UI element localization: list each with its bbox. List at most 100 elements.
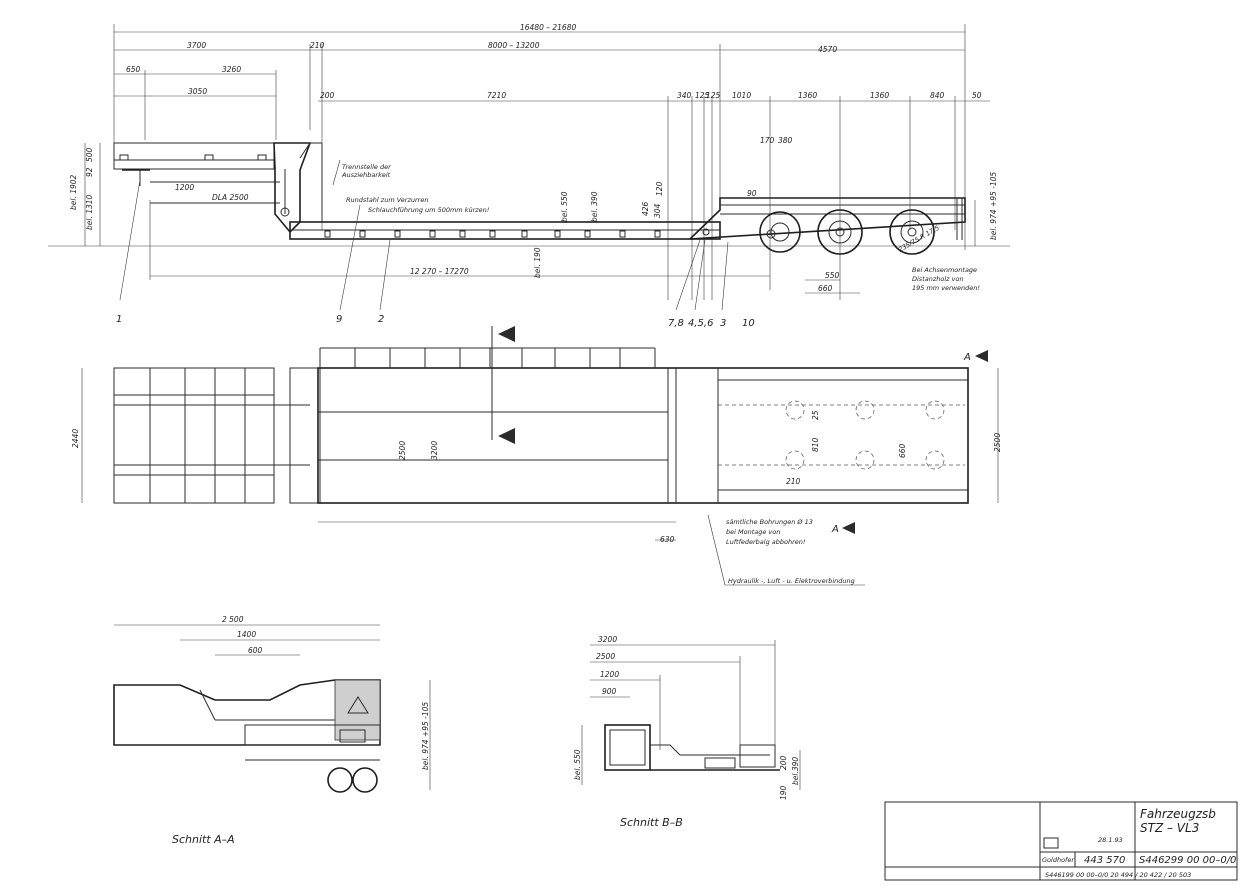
note-bohr-2: bei Montage von [726, 528, 780, 536]
dim-810: 810 [811, 437, 820, 452]
dim-660-plan: 660 [898, 443, 907, 458]
note-achs-1: Bei Achsenmontage [912, 266, 977, 274]
note-bohr-3: Luftfederbalg abbohren! [726, 538, 806, 546]
dim-12270: 12 270 – 17270 [410, 267, 469, 276]
dim-660: 660 [818, 284, 833, 293]
dim-120: 120 [655, 181, 664, 196]
title-num2: S446299 00 00–0/0 [1139, 855, 1236, 866]
section-b-drawing [581, 640, 801, 790]
dim-340: 340 [677, 91, 692, 100]
title-name-2: STZ – VL3 [1140, 821, 1199, 835]
dim-125b: 125 [706, 91, 721, 100]
section-b-title: Schnitt B–B [620, 816, 683, 829]
stake-pockets [319, 347, 656, 368]
note-bohr-1: sämtliche Bohrungen Ø 13 [726, 518, 813, 526]
note-hydraulik: Hydraulik -, Luft - u. Elektroverbindung [728, 577, 855, 585]
dim-840: 840 [930, 91, 945, 100]
deck-lashing-points [324, 230, 661, 238]
dim-dla: DLA 2500 [212, 193, 249, 202]
dim-bel550: bel. 550 [560, 191, 569, 222]
dim-bel974: bel. 974 +95 -105 [989, 172, 998, 240]
side-elevation [48, 24, 1010, 311]
callout-78: 7,8 [668, 318, 684, 329]
dim-50: 50 [972, 91, 982, 100]
dim-a-1400: 1400 [237, 630, 256, 639]
dim-b-900: 900 [602, 687, 617, 696]
dim-1010: 1010 [732, 91, 751, 100]
section-mark-a-top: A [963, 352, 971, 363]
dim-b-bel390: bel.390 [791, 757, 800, 785]
callout-10: 10 [742, 318, 755, 329]
dim-3700: 3700 [187, 41, 206, 50]
dim-bel390: bel. 390 [590, 191, 599, 222]
dim-1360a: 1360 [798, 91, 817, 100]
dim-92: 92 [85, 167, 94, 177]
dim-1200: 1200 [175, 183, 194, 192]
dim-8000: 8000 – 13200 [488, 41, 540, 50]
dim-bel190: bel. 190 [533, 247, 542, 278]
dimension-labels: 16480 – 21680 3700 210 8000 – 13200 4570… [69, 23, 998, 293]
axle-holes [785, 400, 945, 470]
dim-210-plan: 210 [786, 477, 801, 486]
dim-b-190: 190 [779, 785, 788, 800]
dim-b-bel550: bel. 550 [573, 749, 582, 780]
part-callouts: 1 9 2 7,8 4,5,6 3 10 [116, 314, 755, 329]
section-a-labels: Schnitt A–A 2 500 1400 600 bel. 974 +95 … [172, 615, 430, 846]
dim-a-bel974: bel. 974 +95 -105 [421, 702, 430, 770]
dim-500: 500 [85, 147, 94, 162]
dim-426: 426 [641, 201, 650, 216]
dim-550: 550 [825, 271, 840, 280]
dim-3050: 3050 [188, 87, 207, 96]
section-a-drawing [113, 624, 431, 793]
title-name-1: Fahrzeugzsb [1140, 807, 1216, 821]
dim-630: 630 [660, 535, 675, 544]
dim-125a: 125 [695, 91, 710, 100]
callout-3: 3 [720, 318, 726, 329]
note-rundstahl: Rundstahl zum Verzurren [346, 196, 428, 204]
dim-overall: 16480 – 21680 [520, 23, 576, 32]
dim-3260: 3260 [222, 65, 241, 74]
dim-2440: 2440 [71, 429, 80, 448]
section-b-labels: Schnitt B–B 3200 2500 1200 900 bel. 550 … [573, 635, 800, 829]
dim-a-600: 600 [248, 646, 263, 655]
dim-b-200: 200 [779, 755, 788, 770]
dim-210: 210 [310, 41, 325, 50]
dim-650: 650 [126, 65, 141, 74]
section-mark-a-bottom: A [831, 524, 839, 535]
callout-456: 4,5,6 [688, 318, 713, 329]
title-block: Fahrzeugzsb STZ – VL3 Goldhofer 28.1.93 … [1042, 807, 1236, 879]
note-trennstelle-2: Ausziehbarkeit [341, 171, 391, 179]
note-schlauch: Schlauchführung um 500mm kürzen! [368, 206, 490, 214]
title-date: 28.1.93 [1098, 836, 1123, 844]
title-logo: Goldhofer [1042, 856, 1075, 864]
note-trennstelle-1: Trennstelle der [342, 163, 392, 171]
dim-3200: 3200 [430, 441, 439, 460]
dim-90: 90 [747, 189, 757, 198]
dim-bel1902: bel. 1902 [69, 174, 78, 210]
callout-2: 2 [378, 314, 384, 325]
note-achs-2: Distanzholz von [912, 275, 964, 283]
dim-b-3200: 3200 [598, 635, 617, 644]
note-achs-3: 195 mm verwenden! [912, 284, 980, 292]
plan-view [81, 326, 999, 586]
dim-4570: 4570 [818, 45, 837, 54]
dim-2500-plan: 2500 [398, 441, 407, 460]
dim-25: 25 [811, 410, 820, 420]
title-block-frame [884, 801, 1238, 881]
dim-a-2500: 2 500 [222, 615, 244, 624]
callout-9: 9 [336, 314, 342, 325]
title-ref-line: S446199 00 00–0/0 20 494 / 20 422 / 20 5… [1045, 871, 1191, 879]
dim-1360b: 1360 [870, 91, 889, 100]
dim-380: 380 [778, 136, 793, 145]
dim-304: 304 [653, 203, 662, 218]
dim-b-1200: 1200 [600, 670, 619, 679]
dim-bel1310: bel. 1310 [85, 194, 94, 230]
section-a-title: Schnitt A–A [172, 833, 235, 846]
dim-170: 170 [760, 136, 775, 145]
dim-7210: 7210 [487, 91, 506, 100]
dim-2500-right: 2500 [993, 433, 1002, 452]
dim-200: 200 [320, 91, 335, 100]
title-num1: 443 570 [1084, 855, 1125, 866]
dim-b-2500: 2500 [596, 652, 615, 661]
